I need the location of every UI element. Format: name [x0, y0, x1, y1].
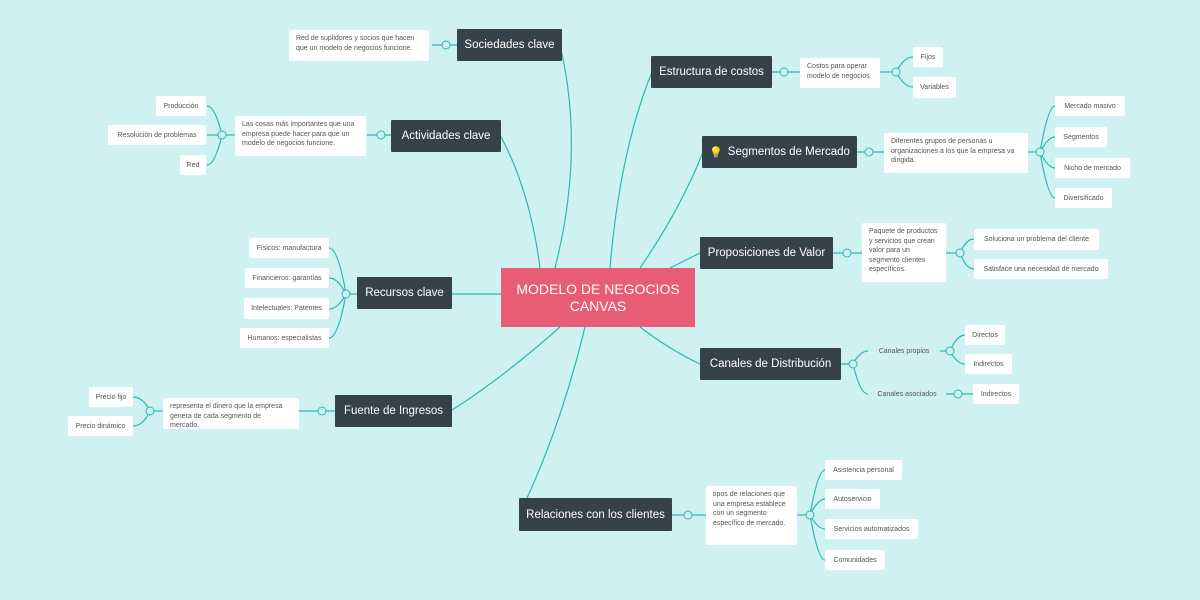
leaf-produccion[interactable]: Producción	[156, 96, 206, 116]
description-actividades: Las cosas más importantes que una empres…	[235, 116, 366, 156]
leaf-soluciona-problema[interactable]: Soluciona un problema del cliente	[974, 229, 1099, 250]
collapse-toggle[interactable]	[848, 359, 858, 369]
leaf-precio-dinamico[interactable]: Precio dinámico	[68, 416, 133, 436]
topic-label: Recursos clave	[365, 287, 444, 299]
collapse-toggle[interactable]	[317, 406, 327, 416]
topic-recursos-clave[interactable]: Recursos clave	[357, 277, 452, 309]
leaf-humanos[interactable]: Humanos: especialistas	[240, 328, 329, 348]
leaf-asistencia-personal[interactable]: Asistencia personal	[825, 460, 902, 480]
collapse-toggle[interactable]	[217, 130, 227, 140]
group-canales-propios[interactable]: Canales propios	[878, 347, 930, 355]
description-relaciones: tipos de relaciones que una empresa esta…	[706, 486, 797, 545]
description-sociedades: Red de suplidores y socios que hacen que…	[289, 30, 429, 61]
leaf-precio-fijo[interactable]: Precio fijo	[89, 387, 133, 407]
topic-label: Proposiciones de Valor	[707, 247, 826, 259]
central-topic[interactable]: MODELO DE NEGOCIOS CANVAS	[501, 268, 695, 327]
collapse-toggle[interactable]	[441, 40, 451, 50]
collapse-toggle[interactable]	[953, 389, 963, 399]
collapse-toggle[interactable]	[805, 510, 815, 520]
collapse-toggle[interactable]	[779, 67, 789, 77]
leaf-red[interactable]: Red	[180, 155, 206, 175]
topic-relaciones-clientes[interactable]: Relaciones con los clientes	[519, 498, 672, 531]
group-canales-asociados[interactable]: Canales asociados	[877, 390, 937, 398]
topic-label: Canales de Distribución	[709, 358, 832, 370]
topic-actividades-clave[interactable]: Actividades clave	[391, 120, 501, 152]
collapse-toggle[interactable]	[341, 289, 351, 299]
leaf-variables[interactable]: Variables	[913, 77, 956, 98]
description-propuestas: Paquete de productos y servicios que cre…	[862, 223, 946, 282]
description-ingresos: representa el dinero que la empresa gene…	[163, 398, 299, 429]
leaf-satisface-necesidad[interactable]: Satisface una necesidad de mercado	[974, 259, 1108, 279]
topic-label: Segmentos de Mercado	[727, 146, 850, 158]
leaf-indirectos[interactable]: Indirectos	[965, 354, 1012, 374]
collapse-toggle[interactable]	[864, 147, 874, 157]
collapse-toggle[interactable]	[1035, 147, 1045, 157]
leaf-indirectos-asociados[interactable]: Indirectos	[973, 384, 1019, 404]
collapse-toggle[interactable]	[955, 248, 965, 258]
leaf-fisicos[interactable]: Físicos: manufactura	[249, 238, 329, 258]
topic-fuente-ingresos[interactable]: Fuente de Ingresos	[335, 395, 452, 427]
collapse-toggle[interactable]	[376, 130, 386, 140]
topic-estructura-costos[interactable]: Estructura de costos	[651, 56, 772, 88]
topic-proposiciones-valor[interactable]: Proposiciones de Valor	[700, 237, 833, 269]
topic-canales-distribucion[interactable]: Canales de Distribución	[700, 348, 841, 380]
leaf-nicho-mercado[interactable]: Nicho de mercado	[1055, 158, 1130, 178]
leaf-servicios-automatizados[interactable]: Servicios automatizados	[825, 519, 918, 539]
leaf-resolucion-problemas[interactable]: Resolución de problemas	[108, 125, 206, 145]
topic-label: Fuente de Ingresos	[343, 405, 444, 417]
description-segmentos: Diferentes grupos de personas u organiza…	[884, 133, 1028, 173]
description-costos: Costos para operar modelo de negocios.	[800, 58, 880, 88]
leaf-comunidades[interactable]: Comunidades	[825, 550, 885, 570]
collapse-toggle[interactable]	[891, 67, 901, 77]
collapse-toggle[interactable]	[145, 406, 155, 416]
leaf-directos[interactable]: Directos	[965, 325, 1005, 345]
collapse-toggle[interactable]	[842, 248, 852, 258]
leaf-intelectuales[interactable]: Intelectuales: Patentes	[244, 298, 329, 319]
leaf-mercado-masivo[interactable]: Mercado masivo	[1055, 96, 1125, 116]
leaf-segmentos[interactable]: Segmentos	[1055, 127, 1107, 147]
topic-sociedades-clave[interactable]: Sociedades clave	[457, 29, 562, 61]
topic-label: Sociedades clave	[464, 39, 555, 51]
leaf-financieros[interactable]: Financieros: garantías	[245, 268, 329, 288]
collapse-toggle[interactable]	[683, 510, 693, 520]
leaf-fijos[interactable]: Fijos	[913, 47, 943, 67]
leaf-diversificado[interactable]: Diversificado	[1055, 188, 1112, 208]
lightbulb-icon: 💡	[709, 146, 723, 159]
collapse-toggle[interactable]	[945, 346, 955, 356]
topic-label: Actividades clave	[401, 130, 491, 142]
topic-label: Estructura de costos	[659, 66, 764, 78]
topic-label: Relaciones con los clientes	[526, 508, 665, 521]
topic-segmentos-mercado[interactable]: 💡 Segmentos de Mercado	[702, 136, 857, 168]
leaf-autoservicio[interactable]: Autoservicio	[825, 489, 880, 509]
